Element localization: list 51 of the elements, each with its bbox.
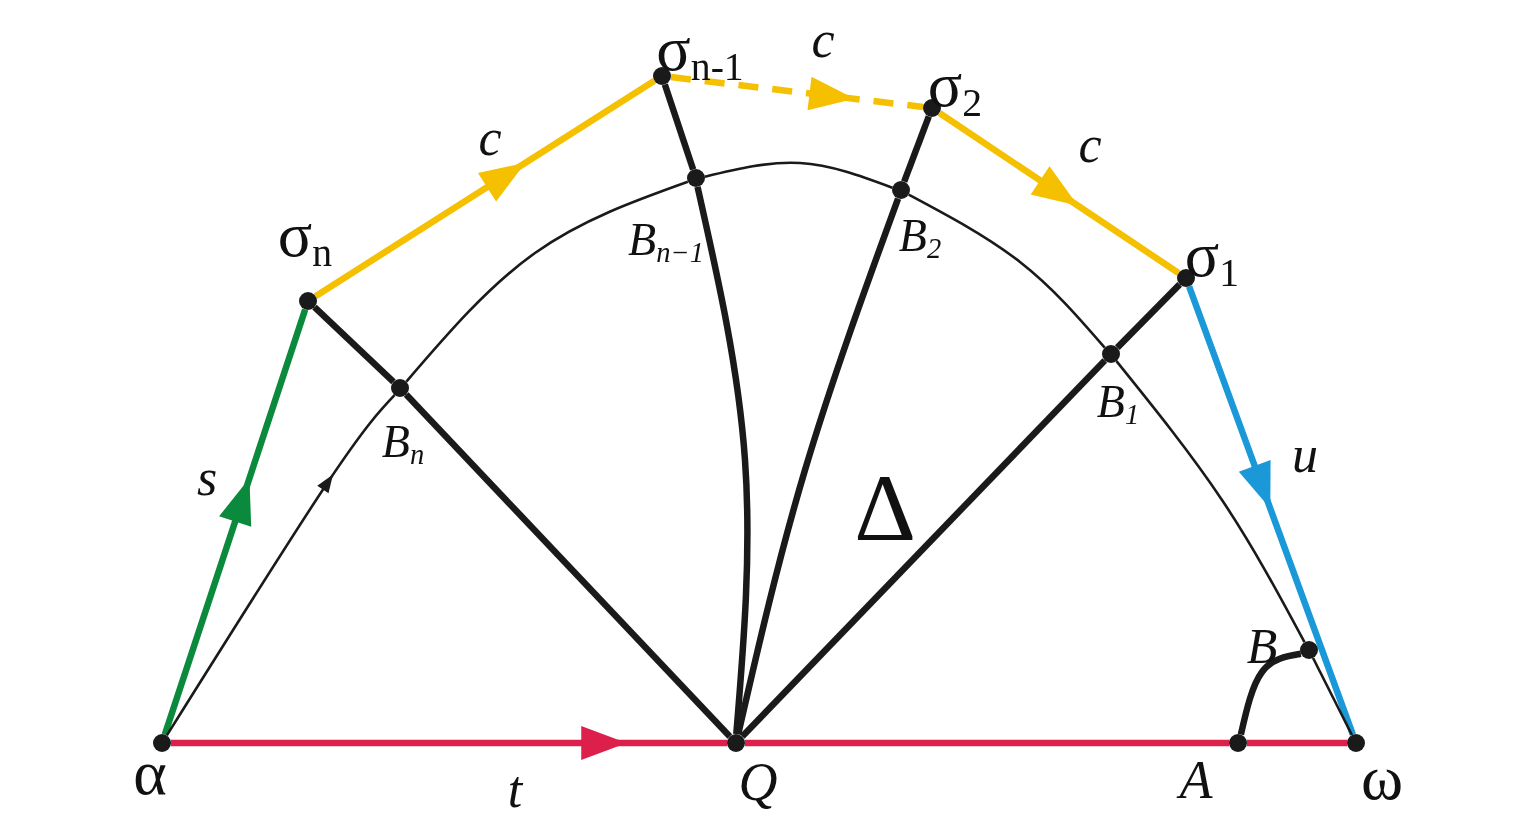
line-segment: [1237, 650, 1302, 736]
line-segment: [312, 304, 396, 385]
line-segment: [165, 394, 396, 737]
line-segment: [1115, 282, 1182, 350]
line-segment: [901, 115, 932, 183]
point-dot: [1347, 734, 1365, 752]
line-segment: [405, 180, 689, 383]
point-dot: [1229, 734, 1247, 752]
line-segment: [403, 392, 733, 739]
point-label: α: [133, 741, 167, 805]
point-dot: [1300, 641, 1318, 659]
line-segment: [704, 161, 893, 189]
point-label: B$_{n}$: [381, 418, 425, 470]
line-segment: [661, 83, 697, 171]
line-segment: [908, 193, 1106, 349]
arrow: [161, 308, 309, 736]
arrow: [670, 73, 924, 111]
point-label: B$_{1}$: [1096, 378, 1140, 430]
line-segment: [745, 739, 1229, 747]
point-label: B$_{2}$: [898, 212, 942, 264]
line-segment: [735, 197, 902, 735]
edge-label: s: [196, 452, 218, 504]
arrow: [937, 110, 1181, 276]
point-dot: [1102, 345, 1120, 363]
edge-label: c: [478, 112, 502, 164]
point-label: ω: [1360, 746, 1404, 810]
region-label: Δ: [854, 460, 916, 556]
point-dot: [892, 181, 910, 199]
point-label: B$_{n−1}$: [628, 216, 704, 268]
edge-label: t: [507, 764, 523, 816]
line-segment: [694, 186, 751, 735]
line-segment: [1115, 360, 1306, 643]
point-label: σ$_{2}$: [927, 52, 983, 124]
line-segment: [1311, 657, 1354, 736]
line-segment: [739, 358, 1108, 739]
point-label: σ$_{1}$: [1184, 222, 1240, 294]
line-segment: [1247, 739, 1347, 747]
arrow: [171, 726, 727, 760]
point-label: Q: [738, 755, 778, 809]
edge-label: u: [1292, 429, 1318, 481]
point-label: σ$_{n-1}$: [656, 16, 744, 88]
arrow: [1186, 285, 1356, 736]
edge-label: c: [811, 14, 835, 66]
point-dot: [153, 734, 171, 752]
point-label: B: [1246, 621, 1278, 671]
point-label: σ$_{n}$: [277, 202, 333, 274]
edge-label: c: [1078, 119, 1102, 171]
arrow: [313, 78, 657, 299]
point-dot: [727, 734, 745, 752]
point-dot: [299, 292, 317, 310]
point-dot: [687, 169, 705, 187]
